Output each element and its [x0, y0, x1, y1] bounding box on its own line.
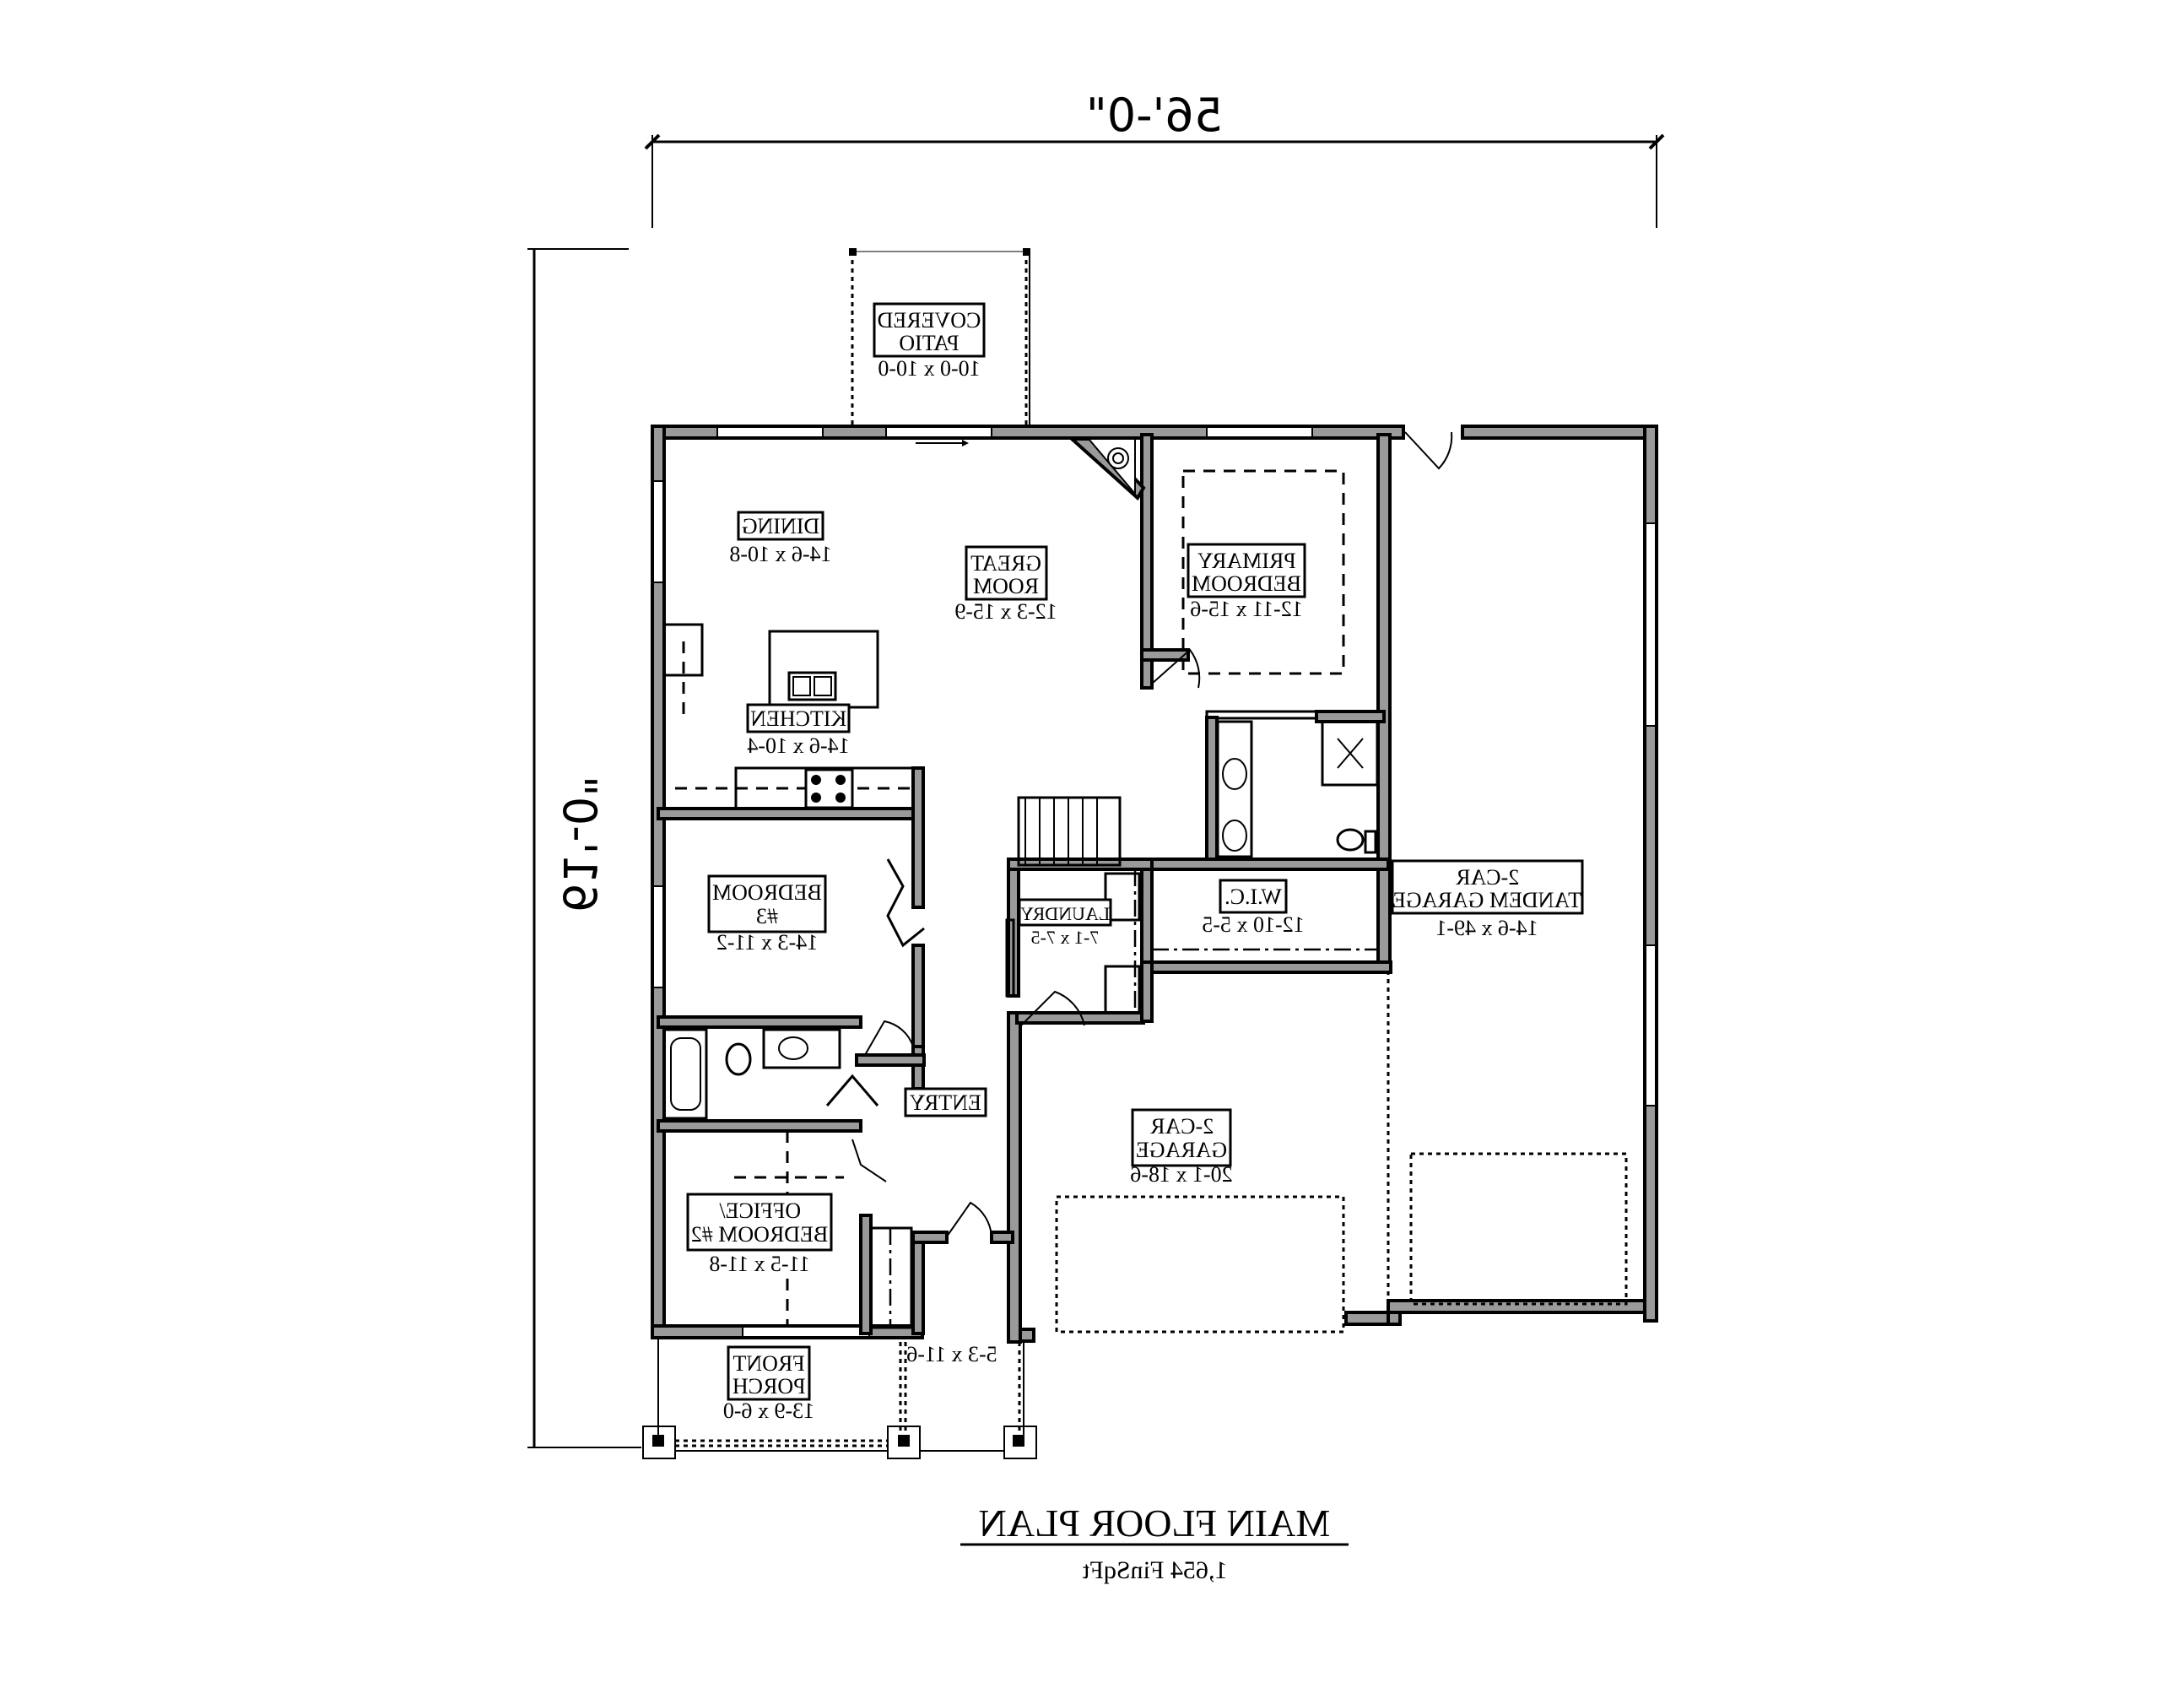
svg-text:12-3 x 15-9: 12-3 x 15-9: [954, 599, 1057, 624]
svg-text:BEDROOM: BEDROOM: [712, 880, 822, 905]
covered-patio: COVERED PATIO 10-0 x 10-0: [849, 248, 1030, 426]
width-dimension-label: 56'-0": [1086, 89, 1223, 142]
room-label-primary-bedroom: PRIMARY BEDROOM 12-11 x 15-6: [1187, 543, 1306, 621]
exterior-walls: [651, 425, 1658, 1344]
depth-dimension-label: 61'-0": [553, 776, 606, 912]
depth-dimension: 61'-0": [527, 248, 641, 1448]
svg-text:LAUNDRY: LAUNDRY: [1020, 903, 1110, 924]
svg-text:PATIO: PATIO: [899, 331, 959, 355]
svg-text:TANDEM GARAGE: TANDEM GARAGE: [1392, 888, 1581, 912]
room-label-bedroom-3: BEDROOM #3 14-3 x 11-2: [707, 874, 827, 955]
room-label-great-room: GREAT ROOM 12-3 x 15-9: [954, 545, 1057, 624]
plan-square-footage: 1,654 FinSqFt: [1082, 1556, 1227, 1584]
room-label-entry: ENTRY: [904, 1087, 987, 1117]
svg-text:12-11 x 15-6: 12-11 x 15-6: [1190, 597, 1302, 621]
room-label-office: OFFICE/ BEDROOM #2 11-5 x 11-8: [686, 1193, 833, 1276]
svg-text:11-5 x 11-8: 11-5 x 11-8: [709, 1252, 809, 1276]
room-label-kitchen: KITCHEN 14-6 x 10-4: [746, 703, 851, 758]
plan-title: MAIN FLOOR PLAN: [979, 1501, 1331, 1545]
svg-text:KITCHEN: KITCHEN: [750, 706, 846, 731]
svg-text:10-0 x 10-0: 10-0 x 10-0: [878, 356, 980, 381]
room-label-tandem-garage: 2-CAR TANDEM GARAGE 14-6 x 49-1: [1391, 859, 1584, 940]
svg-text:ENTRY: ENTRY: [909, 1090, 981, 1115]
svg-text:PORCH: PORCH: [733, 1374, 806, 1399]
svg-text:13-9 x 6-0: 13-9 x 6-0: [723, 1399, 814, 1423]
width-dimension: 56'-0": [644, 89, 1665, 228]
svg-text:14-6 x 49-1: 14-6 x 49-1: [1435, 916, 1538, 940]
room-label-dining: DINING 14-6 x 10-8: [729, 511, 832, 566]
svg-text:PRIMARY: PRIMARY: [1197, 549, 1295, 573]
svg-text:14-6 x 10-8: 14-6 x 10-8: [729, 542, 831, 566]
svg-text:14-3 x 11-2: 14-3 x 11-2: [716, 930, 818, 955]
svg-text:20-1 x 18-6: 20-1 x 18-6: [1130, 1162, 1232, 1187]
svg-text:5-3 x 11-6: 5-3 x 11-6: [906, 1342, 997, 1366]
svg-text:GARAGE: GARAGE: [1136, 1138, 1227, 1162]
svg-text:ROOM: ROOM: [973, 574, 1039, 598]
fixtures: [662, 438, 1628, 1334]
svg-text:12-10 x 5-5: 12-10 x 5-5: [1202, 912, 1304, 937]
svg-text:BEDROOM: BEDROOM: [1192, 571, 1301, 596]
doors: [825, 431, 1453, 1237]
svg-text:2-CAR: 2-CAR: [1149, 1114, 1214, 1139]
room-label-laundry: LAUNDRY 7-1 x 7-5: [1018, 898, 1112, 948]
svg-text:BEDROOM #2: BEDROOM #2: [691, 1222, 829, 1247]
svg-text:#3: #3: [756, 904, 778, 928]
front-porch: [642, 1338, 1037, 1459]
svg-text:7-1 x 7-5: 7-1 x 7-5: [1031, 927, 1100, 948]
svg-text:DINING: DINING: [742, 514, 819, 538]
room-label-garage: 2-CAR GARAGE 20-1 x 18-6: [1130, 1108, 1233, 1187]
room-label-wic: W.I.C. 12-10 x 5-5: [1202, 879, 1305, 937]
room-label-side-porch: 5-3 x 11-6: [906, 1342, 997, 1366]
svg-text:2-CAR: 2-CAR: [1455, 865, 1519, 890]
svg-text:COVERED: COVERED: [878, 308, 981, 333]
svg-text:FRONT: FRONT: [733, 1351, 804, 1376]
svg-text:W.I.C.: W.I.C.: [1224, 885, 1282, 909]
svg-text:14-6 x 10-4: 14-6 x 10-4: [747, 733, 849, 758]
svg-text:GREAT: GREAT: [970, 551, 1041, 576]
svg-text:OFFICE/: OFFICE/: [719, 1198, 802, 1223]
room-label-front-porch: FRONT PORCH 13-9 x 6-0: [723, 1345, 814, 1423]
title-block: MAIN FLOOR PLAN 1,654 FinSqFt: [960, 1501, 1349, 1584]
